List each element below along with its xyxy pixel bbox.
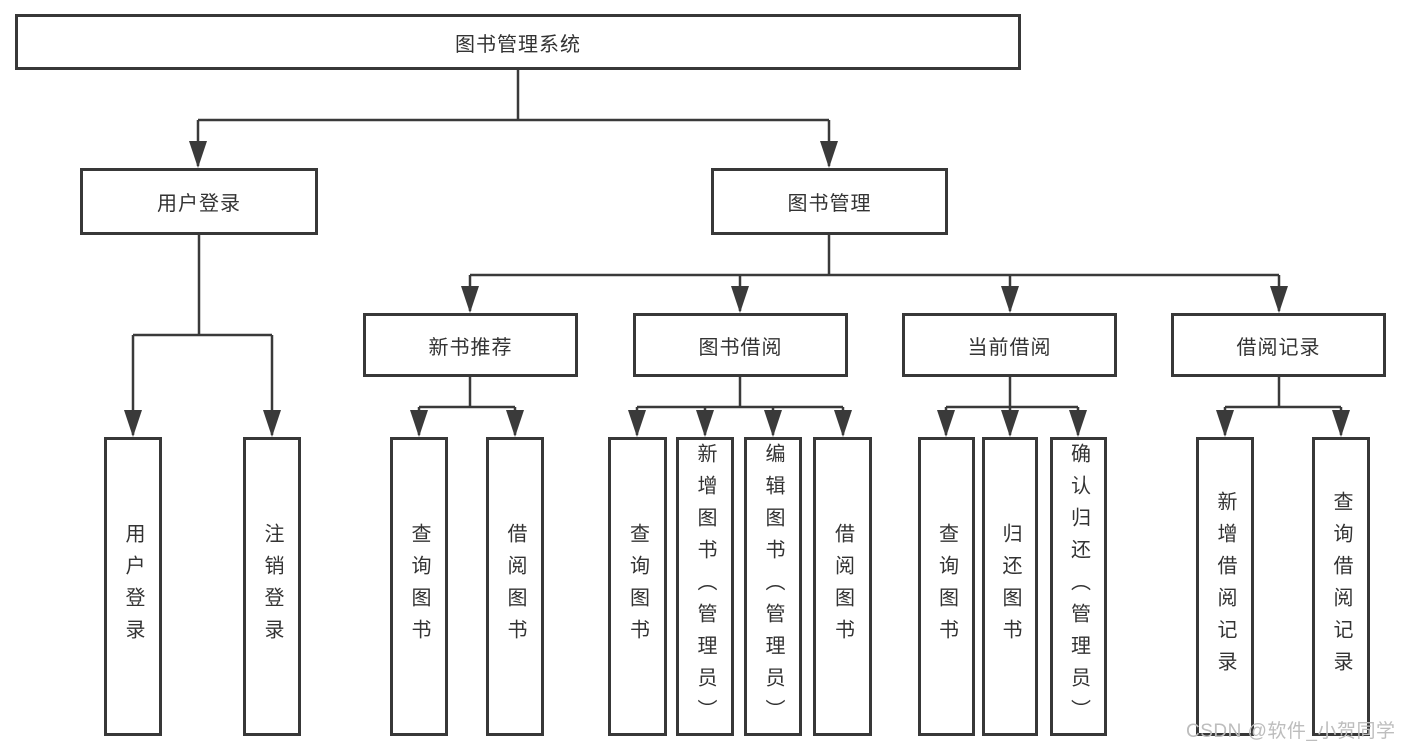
connector-book-mgmt-to-level3	[461, 235, 1288, 313]
leaf-query-book-current: 查询图书	[918, 437, 975, 736]
csdn-watermark: CSDN @软件_小贺同学	[1186, 721, 1396, 742]
node-book-management-label: 图书管理	[787, 193, 872, 215]
leaf-return-book-label: 归还图书	[999, 522, 1021, 651]
leaf-confirm-return-admin: 确认归还（管理员）	[1050, 437, 1107, 736]
connector-new-book-rec-to-leaves	[410, 377, 524, 437]
node-book-management: 图书管理	[711, 168, 948, 235]
leaf-logout-label: 注销登录	[261, 522, 283, 651]
leaf-query-book-current-label: 查询图书	[935, 522, 958, 651]
connector-root-to-level2	[189, 70, 838, 168]
node-borrowing-records-label: 借阅记录	[1236, 336, 1321, 359]
leaf-query-book-rec-label: 查询图书	[408, 522, 430, 651]
leaf-borrow-book-label: 借阅图书	[831, 522, 854, 651]
node-user-login-label: 用户登录	[157, 193, 241, 215]
node-book-borrowing-label: 图书借阅	[698, 336, 783, 359]
leaf-edit-book-admin: 编辑图书（管理员）	[744, 437, 802, 736]
node-root-library-system: 图书管理系统	[15, 14, 1021, 70]
leaf-logout: 注销登录	[243, 437, 301, 736]
leaf-return-book: 归还图书	[982, 437, 1038, 736]
connector-book-borrow-to-leaves	[628, 377, 852, 437]
leaf-query-book-borrow-label: 查询图书	[626, 522, 649, 651]
leaf-add-book-admin: 新增图书（管理员）	[676, 437, 734, 736]
leaf-borrow-book: 借阅图书	[813, 437, 872, 736]
node-user-login: 用户登录	[80, 168, 318, 235]
leaf-add-borrow-record: 新增借阅记录	[1196, 437, 1254, 736]
leaf-confirm-return-admin-label: 确认归还（管理员）	[1067, 442, 1090, 731]
leaf-user-login-label: 用户登录	[122, 522, 144, 651]
node-borrowing-records: 借阅记录	[1171, 313, 1386, 377]
connector-borrow-records-to-leaves	[1216, 377, 1350, 437]
leaf-query-borrow-record: 查询借阅记录	[1312, 437, 1370, 736]
leaf-query-book-borrow: 查询图书	[608, 437, 667, 736]
node-current-borrowing: 当前借阅	[902, 313, 1117, 377]
leaf-add-book-admin-label: 新增图书（管理员）	[694, 442, 716, 731]
leaf-query-borrow-record-label: 查询借阅记录	[1330, 490, 1352, 683]
node-book-borrowing: 图书借阅	[633, 313, 848, 377]
node-root-label: 图书管理系统	[455, 33, 581, 56]
leaf-query-book-rec: 查询图书	[390, 437, 448, 736]
node-current-borrowing-label: 当前借阅	[967, 336, 1052, 359]
leaf-edit-book-admin-label: 编辑图书（管理员）	[762, 442, 784, 731]
leaf-user-login: 用户登录	[104, 437, 162, 736]
leaf-borrow-book-rec-label: 借阅图书	[504, 522, 526, 651]
node-new-book-recommend-label: 新书推荐	[428, 336, 513, 359]
leaf-add-borrow-record-label: 新增借阅记录	[1214, 490, 1236, 683]
connector-current-borrow-to-leaves	[937, 377, 1087, 437]
node-new-book-recommend: 新书推荐	[363, 313, 578, 377]
leaf-borrow-book-rec: 借阅图书	[486, 437, 544, 736]
connector-user-login-to-leaves	[124, 235, 281, 437]
